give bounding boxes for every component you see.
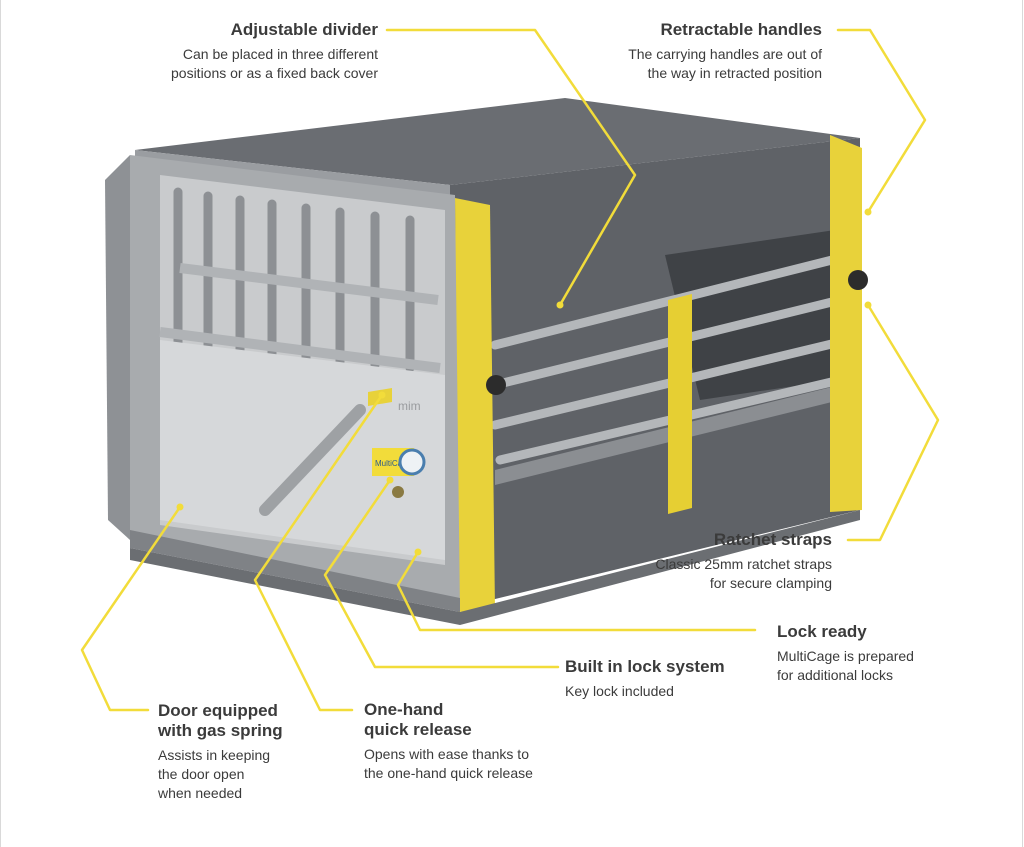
desc-line: Assists in keeping	[158, 747, 271, 763]
right-frame-edge	[1022, 0, 1023, 847]
callout-title: One-hand quick release	[364, 700, 533, 740]
door-badge: MultiCage	[375, 459, 412, 468]
desc-line: Classic 25mm ratchet straps	[655, 556, 832, 572]
callout-adjustable-divider: Adjustable divider Can be placed in thre…	[171, 20, 378, 83]
callout-lock-ready: Lock ready MultiCage is prepared for add…	[777, 622, 914, 685]
callout-retractable-handles: Retractable handles The carrying handles…	[628, 20, 822, 83]
callout-title: Lock ready	[777, 622, 867, 641]
front-handle-knob	[486, 375, 506, 395]
leader-lock-ready	[396, 550, 757, 632]
rear-yellow-post	[830, 135, 862, 512]
callout-description: Opens with ease thanks to the one-hand q…	[364, 745, 533, 783]
title-line: One-hand	[364, 700, 444, 719]
title-line: Door equipped	[158, 701, 278, 720]
callout-built-in-lock: Built in lock system Key lock included	[565, 657, 725, 701]
callout-leader-lines	[80, 28, 940, 712]
desc-line: The carrying handles are out of	[628, 46, 822, 62]
leader-adjustable-divider	[385, 28, 637, 307]
callout-title: Adjustable divider	[230, 20, 378, 39]
desc-line: the door open	[158, 766, 245, 782]
callout-dots	[176, 208, 872, 556]
callout-title: Door equipped with gas spring	[158, 701, 283, 741]
callout-description: Can be placed in three different positio…	[171, 45, 378, 83]
callout-description: Classic 25mm ratchet straps for secure c…	[655, 555, 832, 593]
desc-line: Opens with ease thanks to	[364, 746, 529, 762]
desc-line: the one-hand quick release	[364, 765, 533, 781]
leader-retractable-handles	[836, 28, 927, 214]
brand-mark: mim	[398, 399, 421, 413]
desc-line: for secure clamping	[709, 575, 832, 591]
desc-line: Can be placed in three different	[182, 46, 378, 62]
callout-one-hand-release: One-hand quick release Opens with ease t…	[364, 700, 533, 783]
leader-built-in-lock	[323, 478, 560, 669]
callout-description: The carrying handles are out of the way …	[628, 45, 822, 83]
callout-title: Built in lock system	[565, 657, 725, 676]
leader-one-hand-release	[253, 393, 384, 712]
title-line: with gas spring	[158, 721, 283, 740]
callout-title: Retractable handles	[660, 20, 822, 39]
desc-line: MultiCage is prepared	[777, 648, 914, 664]
desc-line: when needed	[158, 785, 243, 801]
cage-top-panel	[135, 98, 860, 185]
desc-line: for additional locks	[777, 667, 893, 683]
callout-gas-spring: Door equipped with gas spring Assists in…	[158, 701, 283, 803]
desc-line: Key lock included	[565, 683, 674, 699]
callout-title: Ratchet straps	[713, 530, 832, 549]
cage-base	[130, 530, 460, 612]
callout-description: Assists in keeping the door open when ne…	[158, 746, 283, 803]
title-line: quick release	[364, 720, 472, 739]
leader-gas-spring	[80, 505, 182, 712]
key-lock	[398, 448, 426, 476]
gas-spring	[259, 404, 366, 516]
ratchet-strap	[668, 294, 692, 514]
leader-ratchet-straps	[846, 303, 940, 542]
desc-line: the way in retracted position	[647, 65, 822, 81]
callout-ratchet-straps: Ratchet straps Classic 25mm ratchet stra…	[655, 530, 832, 593]
left-frame-edge	[0, 0, 1, 847]
desc-line: positions or as a fixed back cover	[171, 65, 378, 81]
front-yellow-post	[455, 198, 495, 612]
callout-description: MultiCage is prepared for additional loc…	[777, 647, 914, 685]
key-icon	[392, 486, 404, 498]
callout-description: Key lock included	[565, 682, 725, 701]
rear-handle-knob	[848, 270, 868, 290]
